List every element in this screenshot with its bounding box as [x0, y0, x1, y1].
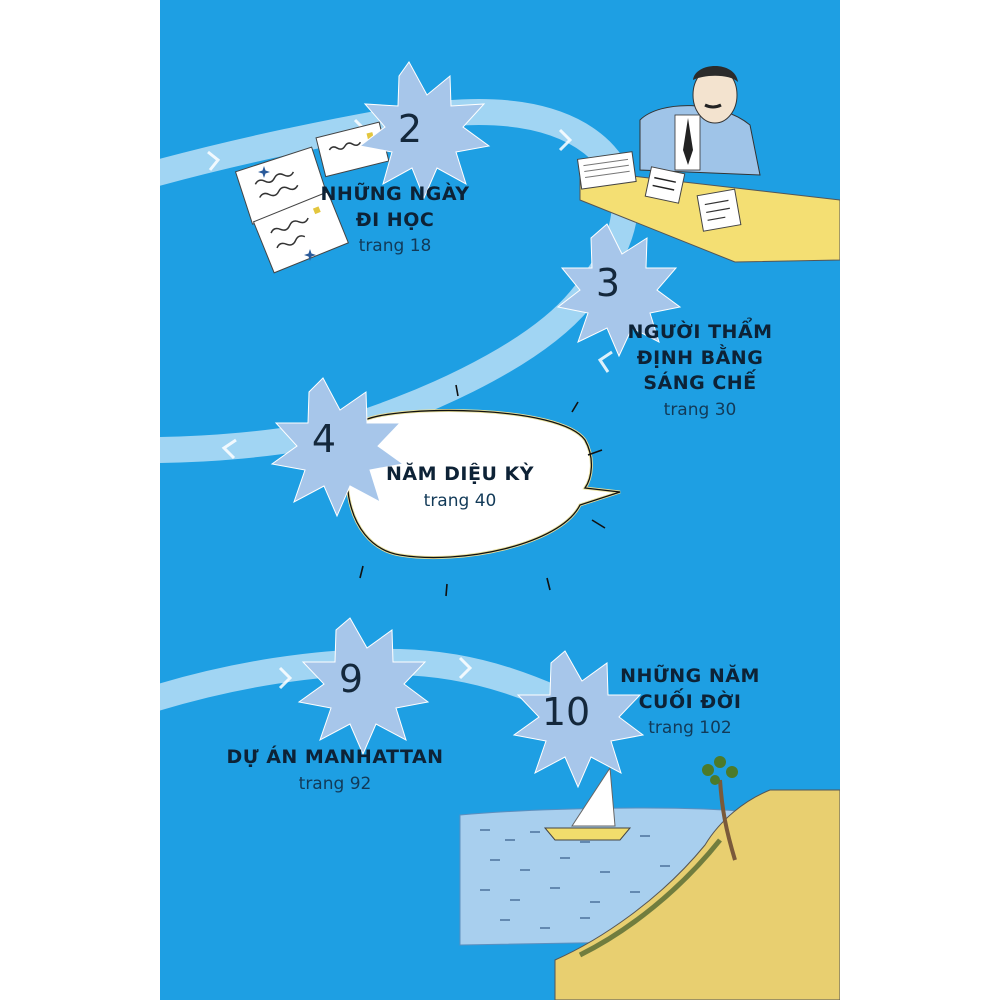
- chapter-10-title-line1: NHỮNG NĂM: [620, 665, 760, 687]
- chapter-9-page: trang 92: [298, 773, 372, 794]
- chapter-star-10: 10: [512, 650, 645, 789]
- chapter-star-4: 4: [270, 377, 405, 518]
- chapter-4-label: NĂM DIỆU KỲ trang 40: [375, 462, 545, 513]
- chapter-10-title-line2: CUỐI ĐỜI: [638, 690, 742, 713]
- patent-clerk-illustration: [576, 66, 840, 263]
- chapter-3-page: trang 30: [663, 399, 737, 420]
- svg-text:4: 4: [312, 417, 336, 461]
- chapter-9-title: DỰ ÁN MANHATTAN: [226, 746, 444, 768]
- chapter-4-page: trang 40: [423, 490, 497, 511]
- svg-text:9: 9: [339, 657, 363, 701]
- chapter-2-page: trang 18: [358, 236, 432, 257]
- chapter-10-label: NHỮNG NĂM CUỐI ĐỜI trang 102: [610, 664, 770, 740]
- chapter-4-title: NĂM DIỆU KỲ: [386, 463, 534, 485]
- sailboat-island-illustration: [459, 756, 840, 1000]
- chapter-3-label: NGƯỜI THẨM ĐỊNH BẰNG SÁNG CHẾ trang 30: [610, 320, 790, 422]
- chapter-2-title-line2: ĐI HỌC: [355, 208, 435, 231]
- chapter-2-label: NHỮNG NGÀY ĐI HỌC trang 18: [310, 182, 480, 258]
- timeline-path: 2 3 4 9 10: [160, 61, 840, 1000]
- chapter-2-title-line1: NHỮNG NGÀY: [320, 183, 470, 205]
- page-background: 2 3 4 9 10 NHỮNG NGÀY ĐI HỌC trang 18 NG…: [160, 0, 840, 1000]
- path-chevrons-lower: [278, 656, 473, 690]
- chapter-3-title-line2: ĐỊNH BẰNG: [636, 346, 764, 369]
- school-papers-illustration: [234, 121, 390, 274]
- chapter-3-title-line3: SÁNG CHẾ: [643, 372, 757, 395]
- speech-bubble: [345, 384, 621, 597]
- chapter-3-title-line1: NGƯỜI THẨM: [627, 321, 773, 343]
- chapter-star-2: 2: [358, 61, 491, 200]
- svg-text:3: 3: [596, 261, 620, 305]
- svg-text:10: 10: [542, 690, 590, 734]
- chapter-star-9: 9: [297, 617, 430, 756]
- chapter-star-3: 3: [556, 223, 682, 358]
- chapter-10-page: trang 102: [648, 718, 732, 739]
- chapter-9-label: DỰ ÁN MANHATTAN trang 92: [215, 745, 455, 796]
- svg-text:2: 2: [398, 107, 422, 151]
